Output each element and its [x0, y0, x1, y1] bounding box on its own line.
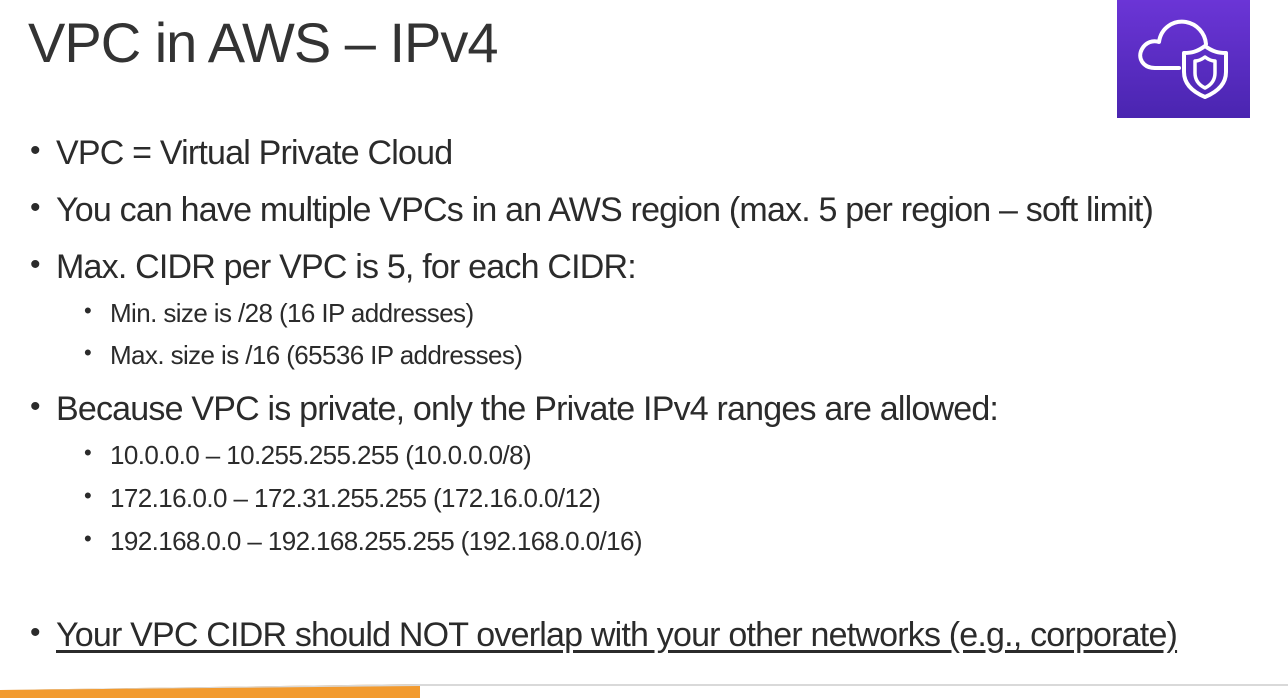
sub-bullet-item: • 10.0.0.0 – 10.255.255.255 (10.0.0.0/8): [84, 440, 532, 471]
sub-bullet-item: • Max. size is /16 (65536 IP addresses): [84, 340, 523, 371]
bullet-item: • Max. CIDR per VPC is 5, for each CIDR:: [30, 248, 637, 287]
bullet-item: • Your VPC CIDR should NOT overlap with …: [30, 616, 1178, 655]
bullet-dot: •: [30, 134, 40, 167]
bullet-text: Max. size is /16 (65536 IP addresses): [110, 340, 523, 370]
bullet-item: • VPC = Virtual Private Cloud: [30, 134, 453, 173]
sub-bullet-item: • Min. size is /28 (16 IP addresses): [84, 298, 474, 329]
bullet-text: Max. CIDR per VPC is 5, for each CIDR:: [56, 248, 637, 286]
bullet-text: Min. size is /28 (16 IP addresses): [110, 298, 474, 328]
bullet-text: VPC = Virtual Private Cloud: [56, 134, 453, 172]
bullet-text: 172.16.0.0 – 172.31.255.255 (172.16.0.0/…: [110, 483, 601, 513]
bullet-dot: •: [84, 298, 92, 323]
vpc-logo: [1117, 0, 1250, 118]
bullet-dot: •: [30, 191, 40, 224]
bullet-dot: •: [30, 248, 40, 281]
bullet-text: 10.0.0.0 – 10.255.255.255 (10.0.0.0/8): [110, 440, 532, 470]
bullet-dot: •: [84, 526, 92, 551]
bullet-text: You can have multiple VPCs in an AWS reg…: [56, 191, 1154, 229]
sub-bullet-item: • 172.16.0.0 – 172.31.255.255 (172.16.0.…: [84, 483, 601, 514]
bullet-item: • You can have multiple VPCs in an AWS r…: [30, 191, 1154, 230]
bullet-dot: •: [30, 390, 40, 423]
bullet-text: Because VPC is private, only the Private…: [56, 390, 999, 428]
footer-accent-bar: [0, 684, 1288, 698]
bullet-dot: •: [84, 340, 92, 365]
slide-title: VPC in AWS – IPv4: [28, 11, 499, 74]
bullet-dot: •: [84, 440, 92, 465]
bullet-text: 192.168.0.0 – 192.168.255.255 (192.168.0…: [110, 526, 642, 556]
bullet-item: • Because VPC is private, only the Priva…: [30, 390, 999, 429]
sub-bullet-item: • 192.168.0.0 – 192.168.255.255 (192.168…: [84, 526, 642, 557]
cloud-shield-icon: [1138, 19, 1228, 99]
bullet-text: Your VPC CIDR should NOT overlap with yo…: [56, 616, 1178, 654]
bullet-dot: •: [84, 483, 92, 508]
bullet-dot: •: [30, 616, 40, 649]
